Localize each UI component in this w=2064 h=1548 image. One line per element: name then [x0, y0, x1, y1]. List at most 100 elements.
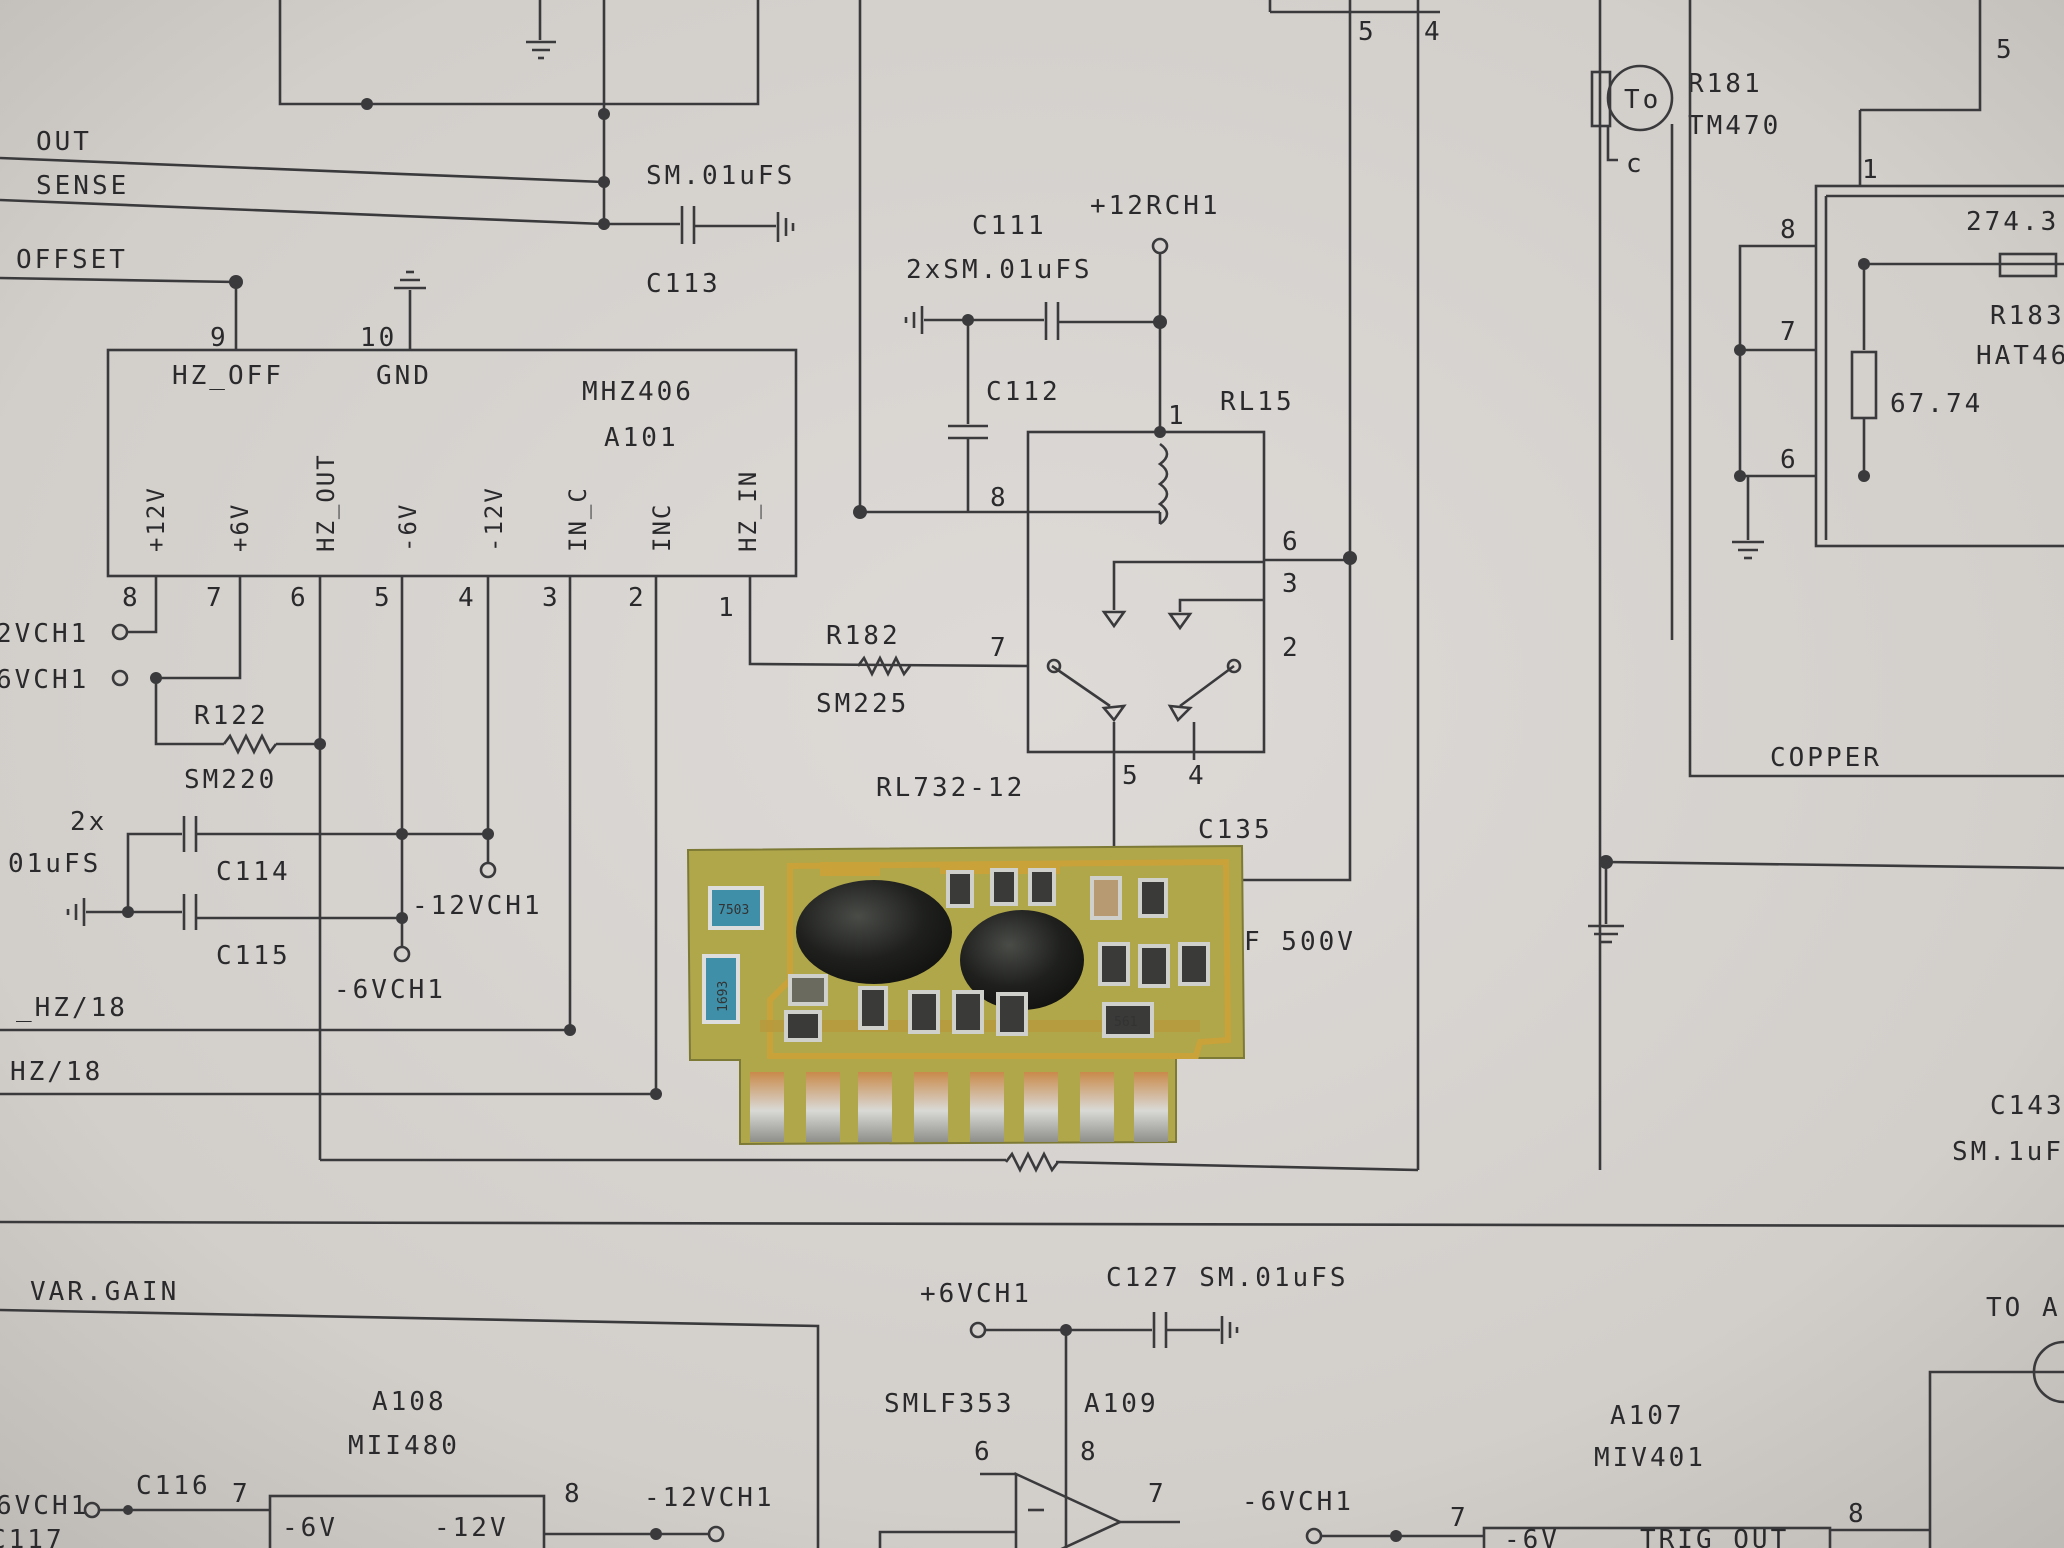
c111-value: 2xSM.01uFS [906, 255, 1093, 285]
ic-pin-num-8: 8 [122, 583, 141, 613]
pcb-marking-1693: 1693 [716, 981, 731, 1012]
relay-pin8: 8 [990, 483, 1009, 513]
r122-label: R122 [194, 701, 269, 731]
a108-pin7: 7 [232, 1479, 251, 1509]
c114-label: C114 [216, 857, 291, 887]
smd-101c [996, 992, 1028, 1036]
right-module-box [1814, 184, 2064, 548]
c113-value: SM.01uFS [646, 161, 795, 191]
ic-pin-num-6: 6 [290, 583, 309, 613]
c135-rating: F 500V [1244, 927, 1356, 957]
relay-pin4: 4 [1188, 761, 1207, 791]
c117-label: C117 [0, 1525, 65, 1548]
a108-neg6v: -6V [282, 1513, 338, 1543]
r182-label: R182 [826, 621, 901, 651]
r181-label: R181 [1688, 69, 1763, 99]
c143-value: SM.1uF [1952, 1137, 2064, 1167]
c127-label: C127 SM.01uFS [1106, 1263, 1349, 1293]
rail-12rch1-terminal [1151, 237, 1169, 255]
resin-blob-left [796, 880, 952, 984]
smd-150 [1138, 878, 1168, 918]
smd-271 [1098, 942, 1130, 986]
rail-12rch1: +12RCH1 [1090, 191, 1221, 221]
relay-coil [1157, 442, 1169, 526]
label-6vch1-bottom: 6VCH1 [0, 1491, 89, 1521]
r183-value: HAT46 [1976, 341, 2064, 371]
resin-blob-right [960, 910, 1084, 1010]
smd-r1 [946, 870, 974, 908]
thermistor-to: To [1624, 85, 1661, 115]
relay-pin2: 2 [1282, 633, 1301, 663]
label-2vch1: 2VCH1 [0, 619, 89, 649]
ic-ref: A101 [604, 423, 679, 453]
a108-body [268, 1494, 546, 1548]
ic-a101: 9 10 HZ_OFF GND MHZ406 A101 +12V +6V HZ_… [106, 323, 1029, 1160]
r182-group: R182 SM225 RL732-12 C135 F 500V [816, 556, 1356, 957]
smd-560b [908, 990, 940, 1034]
pcb-marking-7503: 7503 [718, 903, 749, 918]
hybrid-pcb: 7503 1693 561 [686, 844, 1246, 1146]
pcb-edge-pads [750, 1072, 1168, 1142]
smd-561: 561 [1102, 1002, 1154, 1038]
a108-neg12vch1: -12VCH1 [644, 1483, 775, 1513]
relay-pin5: 5 [1122, 761, 1141, 791]
module-pin8: 8 [1780, 215, 1799, 245]
neg6vch1-label: -6VCH1 [334, 975, 446, 1005]
hz18-label-b: HZ/18 [10, 1057, 103, 1087]
a108-label: A108 [372, 1387, 447, 1417]
r182-value: SM225 [816, 689, 909, 719]
module-pin7: 7 [1780, 317, 1799, 347]
rl15-label: RL15 [1220, 387, 1295, 417]
smd-1693: 1693 [702, 954, 740, 1024]
a107-part: MIV401 [1594, 1443, 1706, 1473]
a107-pin8: 8 [1848, 1499, 1867, 1529]
pos6vch1-label: +6VCH1 [920, 1279, 1032, 1309]
smd-101a [1138, 944, 1170, 988]
opamp-a109 [1014, 1471, 1124, 1548]
relay-pin7: 7 [990, 633, 1009, 663]
a107-pin7: 7 [1450, 1503, 1469, 1533]
cap-2x: 2x [70, 807, 107, 837]
resistor-r122 [222, 733, 278, 755]
ic-pin-numbers: 8 7 6 5 4 3 2 1 [122, 583, 737, 623]
ic-pin-name-5: -6V [394, 503, 422, 552]
ic-a101-body [106, 348, 798, 578]
ic-pin-num-4: 4 [458, 583, 477, 613]
relay-top-pin5: 5 [1358, 17, 1377, 47]
c112-label: C112 [986, 377, 1061, 407]
ic-pin-num-1: 1 [718, 593, 737, 623]
resistor-r182 [856, 655, 912, 677]
smd-560a [858, 986, 888, 1030]
smd-101b [784, 1010, 822, 1042]
neg12vch1-label: -12VCH1 [412, 891, 543, 921]
relay-top-pin4: 4 [1424, 17, 1443, 47]
ic-pin9-num: 9 [210, 323, 229, 353]
smlf353-label: SMLF353 [884, 1389, 1015, 1419]
c135-label: C135 [1198, 815, 1273, 845]
c111-label: C111 [972, 211, 1047, 241]
a107-label: A107 [1610, 1401, 1685, 1431]
smd-cap [1090, 876, 1122, 920]
smd-560c [952, 990, 984, 1034]
ic-pin-name-7: +6V [226, 503, 254, 552]
ic-pin-name-1: HZ_IN [734, 470, 762, 552]
a108-neg12v: -12V [434, 1513, 509, 1543]
a108-pin8: 8 [564, 1479, 583, 1509]
ic-pin-name-3: IN_C [564, 486, 592, 552]
relay-pin6: 6 [1282, 527, 1301, 557]
resistor-274-3 [1998, 252, 2058, 278]
top-section: OUT SENSE SM.01uFS C113 OFFSET 5 4 C111 … [0, 0, 2064, 1170]
ic-pin-name-6: HZ_OUT [312, 453, 340, 552]
relay-pin3: 3 [1282, 569, 1301, 599]
relay-part-label: RL732-12 [876, 773, 1025, 803]
var-gain-label: VAR.GAIN [30, 1277, 179, 1307]
r-67-label: 67.74 [1890, 389, 1983, 419]
copper-label: COPPER [1770, 743, 1882, 773]
smd-7503: 7503 [708, 886, 764, 930]
a109-pin8: 8 [1080, 1437, 1099, 1467]
a107-neg6vch1: -6VCH1 [1242, 1487, 1354, 1517]
ic-pin-names: +12V +6V HZ_OUT -6V -12V IN_C INC HZ_IN [142, 453, 762, 552]
r183-label: R183 [1990, 301, 2064, 331]
a107-neg6v: -6V [1504, 1525, 1560, 1548]
ic-pin10-name: GND [376, 361, 432, 391]
